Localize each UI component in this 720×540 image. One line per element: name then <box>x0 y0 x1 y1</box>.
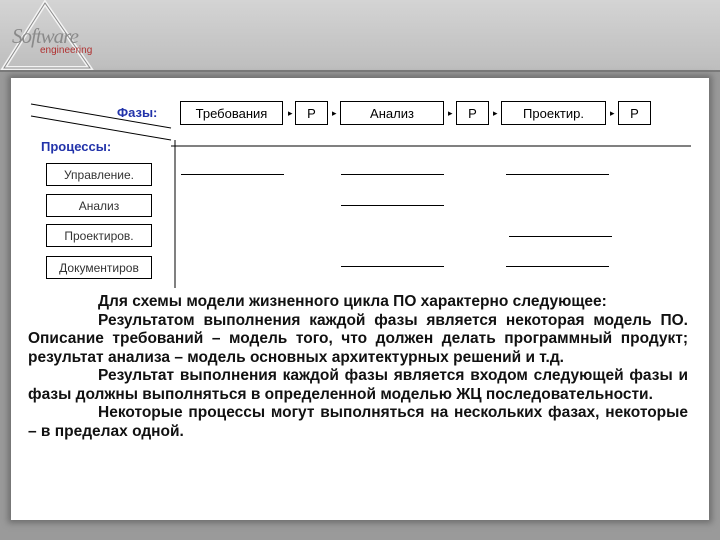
arrow-icon: ▸ <box>288 108 293 118</box>
timeline-bar <box>506 174 609 175</box>
triangle-logo-icon <box>0 0 94 70</box>
phase-analysis: Анализ <box>340 101 444 125</box>
arrow-icon: ▸ <box>493 108 498 118</box>
timeline-bar <box>341 205 444 206</box>
slide: Фазы: Процессы: Требования ▸ Р ▸ Анализ … <box>11 78 709 520</box>
lifecycle-diagram: Фазы: Процессы: Требования ▸ Р ▸ Анализ … <box>11 78 709 293</box>
phases-label: Фазы: <box>117 105 158 120</box>
arrow-icon: ▸ <box>610 108 615 118</box>
software-engineering-logo: Software engineering <box>0 0 110 72</box>
phase-review: Р <box>295 101 328 125</box>
processes-label: Процессы: <box>41 139 112 154</box>
process-analysis: Анализ <box>46 194 152 217</box>
paragraph: Результатом выполнения каждой фазы являе… <box>28 311 688 366</box>
arrow-icon: ▸ <box>332 108 337 118</box>
logo-word-software: Software <box>12 24 79 48</box>
arrow-icon: ▸ <box>448 108 453 118</box>
logo-word-engineering: engineering <box>40 45 93 56</box>
paragraph: Для схемы модели жизненного цикла ПО хар… <box>98 293 607 310</box>
slide-text: Для схемы модели жизненного цикла ПО хар… <box>28 293 688 441</box>
timeline-bar <box>341 266 444 267</box>
diagram-lines <box>30 103 691 288</box>
timeline-bar <box>509 236 612 237</box>
timeline-bar <box>506 266 609 267</box>
paragraph: Результат выполнения каждой фазы являетс… <box>28 367 688 403</box>
timeline-bar <box>341 174 444 175</box>
timeline-bar <box>181 174 284 175</box>
phase-design: Проектир. <box>501 101 606 125</box>
paragraph: Некоторые процессы могут выполняться на … <box>28 404 688 440</box>
header-divider <box>0 70 720 72</box>
process-design: Проектиров. <box>46 224 152 247</box>
phase-review: Р <box>456 101 489 125</box>
phase-requirements: Требования <box>180 101 283 125</box>
process-management: Управление. <box>46 163 152 186</box>
process-documentation: Документиров <box>46 256 152 279</box>
phase-review: Р <box>618 101 651 125</box>
header-bar: Software engineering <box>0 0 720 72</box>
